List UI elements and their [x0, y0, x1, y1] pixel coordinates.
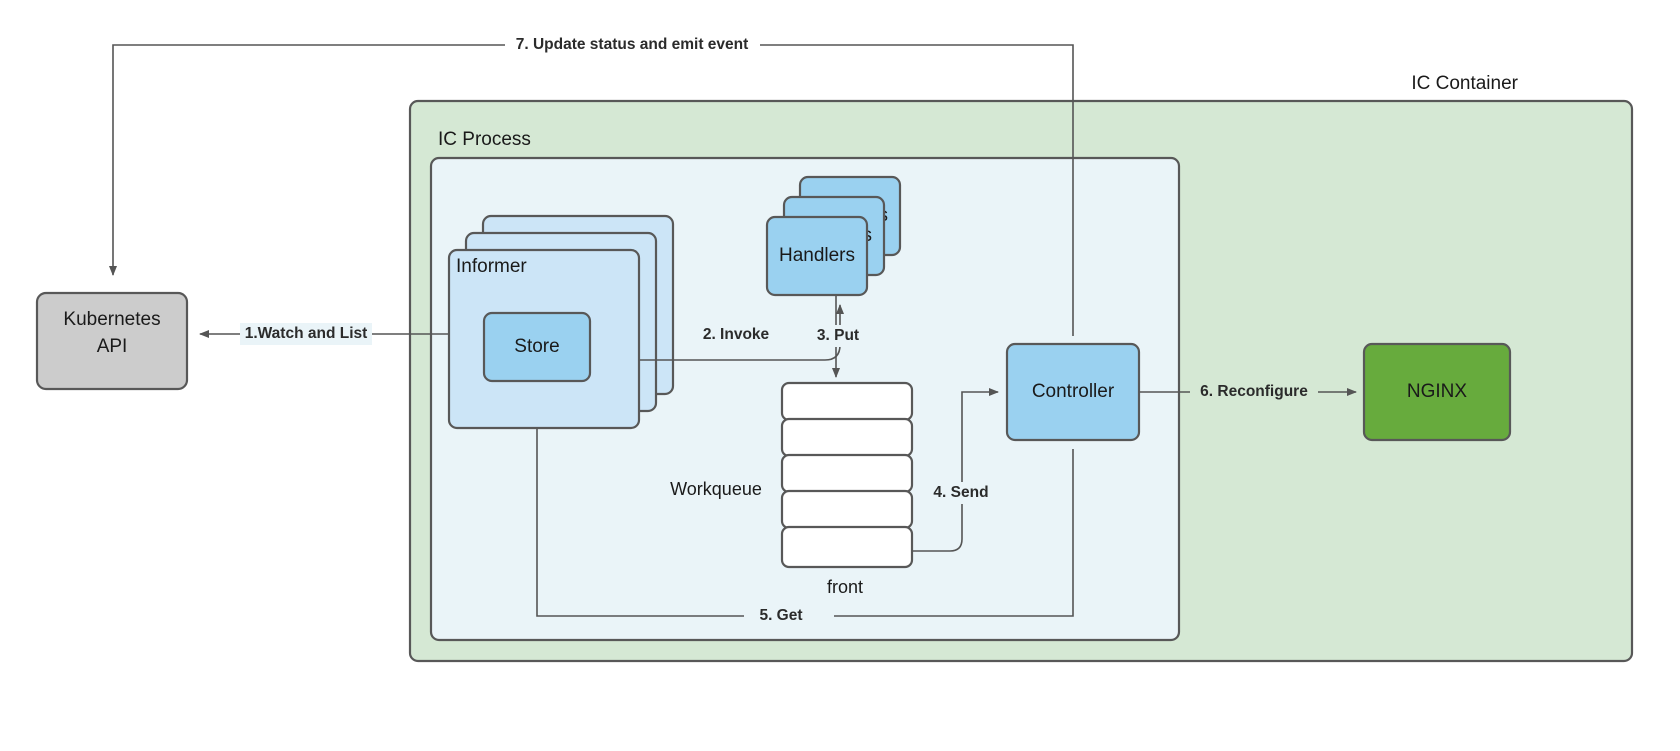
- edge-6-reconfigure: 6. Reconfigure: [1139, 381, 1357, 403]
- edge-1-label: 1.Watch and List: [245, 325, 368, 342]
- kubernetes-api-label-line1: Kubernetes: [63, 309, 160, 330]
- store-label: Store: [514, 336, 559, 357]
- node-workqueue[interactable]: Workqueue front: [670, 381, 914, 597]
- edge-4-send: 4. Send: [912, 388, 999, 552]
- workqueue-slot-2[interactable]: [780, 417, 914, 458]
- workqueue-front-label: front: [827, 577, 863, 597]
- node-kubernetes-api[interactable]: Kubernetes API: [35, 291, 189, 391]
- nginx-label: NGINX: [1407, 381, 1468, 402]
- edge-5-get: 5. Get: [533, 397, 1074, 626]
- handlers-label: Handlers: [779, 245, 855, 266]
- ic-container-label: IC Container: [1411, 73, 1518, 94]
- edge-2-label: 2. Invoke: [703, 326, 770, 343]
- workqueue-slot-3[interactable]: [780, 453, 914, 494]
- edge-7-update-status: 7. Update status and emit event: [109, 33, 1074, 336]
- controller-label: Controller: [1032, 381, 1115, 402]
- node-handlers[interactable]: Handlers Handlers Handlers: [765, 175, 902, 297]
- edge-1-watch-and-list: 1.Watch and List: [199, 323, 449, 345]
- edge-4-label: 4. Send: [933, 484, 988, 501]
- workqueue-slot-4[interactable]: [780, 489, 914, 530]
- workqueue-slot-5-front[interactable]: [780, 525, 914, 569]
- edge-3-put: 3. Put: [808, 296, 866, 378]
- informer-label: Informer: [456, 256, 527, 277]
- node-controller[interactable]: Controller: [1005, 342, 1141, 442]
- handlers-stack-layer-1: [765, 215, 869, 297]
- edge-6-label: 6. Reconfigure: [1200, 383, 1308, 400]
- edge-5-label: 5. Get: [759, 607, 802, 624]
- edge-7-label: 7. Update status and emit event: [516, 36, 749, 53]
- workqueue-label: Workqueue: [670, 479, 762, 499]
- ic-process-label: IC Process: [438, 129, 531, 150]
- node-nginx[interactable]: NGINX: [1362, 342, 1512, 442]
- workqueue-slot-1[interactable]: [780, 381, 914, 422]
- edge-3-label: 3. Put: [817, 327, 859, 344]
- node-store[interactable]: Store: [482, 311, 592, 383]
- kubernetes-api-label-line2: API: [97, 336, 128, 357]
